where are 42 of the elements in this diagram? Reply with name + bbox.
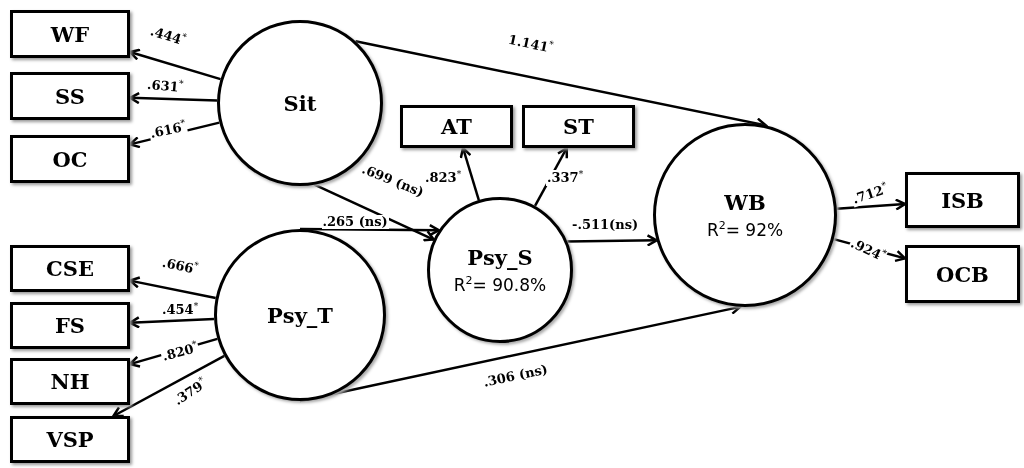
- indicator-box: [10, 302, 130, 349]
- arrow: [128, 316, 215, 329]
- indicator-box: [10, 72, 130, 120]
- node-name: Psy_S: [467, 245, 533, 271]
- arrow: [313, 183, 435, 242]
- node-name: FS: [54, 313, 86, 338]
- indicator-box: [10, 10, 130, 58]
- arrow: [128, 91, 218, 105]
- path-coefficient: .616$^{*}$: [147, 118, 189, 142]
- indicator-box: [10, 358, 130, 405]
- arrow: [836, 198, 907, 211]
- node-name: SS: [55, 83, 85, 109]
- node-name: CSE: [46, 256, 94, 281]
- indicator-box: [905, 172, 1020, 228]
- node-name: OCB: [936, 261, 989, 287]
- path-coefficient: -.511(ns): [571, 218, 640, 233]
- path-coefficient: .265 (ns): [321, 215, 389, 230]
- indicator-box: [10, 416, 130, 463]
- arrow: [567, 234, 658, 247]
- indicator-box: [10, 245, 130, 292]
- arrow: [300, 223, 441, 237]
- node-name: Psy_T: [267, 302, 333, 328]
- indicator-box: [522, 105, 635, 148]
- node-name: OC: [52, 146, 88, 172]
- arrow: [128, 276, 216, 300]
- r-squared-value: R$^{2}$= 90.8%: [453, 274, 547, 295]
- arrow: [112, 354, 225, 418]
- node-name: ST: [563, 114, 594, 139]
- node-name: VSP: [46, 427, 94, 452]
- node-name: ISB: [941, 187, 984, 213]
- arrow: [128, 48, 221, 81]
- indicator-box: [10, 135, 130, 183]
- node-name: WF: [50, 21, 90, 47]
- indicator-box: [905, 245, 1020, 303]
- node-name: WB: [724, 190, 766, 216]
- node-name: AT: [441, 114, 472, 139]
- arrow: [459, 146, 480, 201]
- r-squared-value: R$^{2}$= 92%: [706, 219, 784, 240]
- indicator-box: [400, 105, 513, 148]
- node-name: Sit: [283, 90, 317, 116]
- path-coefficient: .337$^{*}$: [546, 170, 585, 186]
- node-name: NH: [50, 369, 90, 394]
